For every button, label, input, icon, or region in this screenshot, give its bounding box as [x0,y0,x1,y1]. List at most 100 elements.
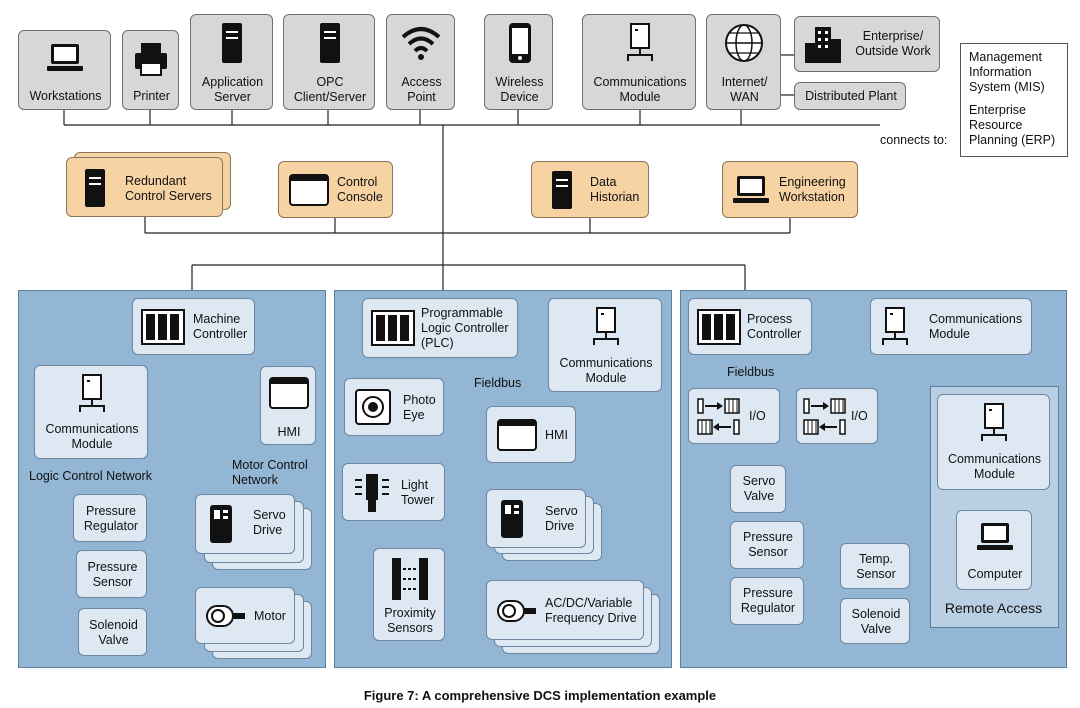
servo-drive-icon [501,500,523,538]
right-pressure-regulator-label: Pressure Regulator [740,586,796,615]
monitor-icon [269,377,309,409]
access-point-label: Access Point [401,75,442,104]
light-tower-icon [355,474,389,512]
communications-module-icon [882,307,908,345]
right-pressure-sensor-node[interactable]: Pressure Sensor [730,521,804,569]
internet-wan-node[interactable]: Internet/ WAN [706,14,781,110]
remote-access-label: Remote Access [944,600,1043,616]
mid-comm-module-node[interactable]: Communications Module [548,298,662,392]
control-console-node[interactable]: Control Console [278,161,393,218]
controller-rack-icon [141,309,185,345]
communications-module-label: Communications Module [593,75,687,104]
computer-node[interactable]: Computer [956,510,1032,590]
left-hmi-node[interactable]: HMI [260,366,316,445]
machine-controller-node[interactable]: Machine Controller [132,298,255,355]
right-pressure-regulator-node[interactable]: Pressure Regulator [730,577,804,625]
mid-servo-drive-node[interactable]: Servo Drive [486,489,586,548]
mis-erp-box: Management Information System (MIS) Ente… [960,43,1068,157]
left-pressure-regulator-node[interactable]: Pressure Regulator [73,494,147,542]
left-pressure-regulator-label: Pressure Regulator [83,504,139,533]
monitor-icon [497,419,537,451]
photo-eye-node[interactable]: Photo Eye [344,378,444,436]
data-historian-label: Data Historian [590,175,640,204]
connects-to-label: connects to: [880,133,948,147]
temp-sensor-node[interactable]: Temp. Sensor [840,543,910,589]
printer-icon [135,43,167,76]
laptop-icon [977,523,1013,550]
wifi-icon [401,27,441,60]
mid-comm-module-label: Communications Module [559,356,653,385]
light-tower-label: Light Tower [401,478,435,507]
opc-node[interactable]: OPC Client/Server [283,14,375,110]
io1-node[interactable]: I/O [688,388,780,444]
server-icon [222,23,242,63]
proximity-sensors-label: Proximity Sensors [384,606,436,635]
distributed-plant-node[interactable]: Distributed Plant [794,82,906,110]
mid-hmi-label: HMI [545,428,568,442]
right-comm-module-node[interactable]: Communications Module [870,298,1032,355]
communications-module-icon [79,374,105,412]
proximity-sensors-node[interactable]: Proximity Sensors [373,548,445,641]
computer-label: Computer [967,567,1023,581]
plc-node[interactable]: Programmable Logic Controller (PLC) [362,298,518,358]
smartphone-icon [509,23,531,63]
printer-node[interactable]: Printer [122,30,179,110]
remote-comm-module-node[interactable]: Communications Module [937,394,1050,490]
motor-icon [206,605,245,627]
left-comm-module-node[interactable]: Communications Module [34,365,148,459]
process-controller-node[interactable]: Process Controller [688,298,812,355]
workstations-node[interactable]: Workstations [18,30,111,110]
data-historian-node[interactable]: Data Historian [531,161,649,218]
wireless-device-node[interactable]: Wireless Device [484,14,553,110]
server-icon [85,169,105,207]
workstations-label: Workstations [29,89,102,103]
communications-module-icon [593,307,619,345]
communications-module-icon [981,403,1007,441]
engineering-workstation-label: Engineering Workstation [779,175,846,204]
left-pressure-sensor-label: Pressure Sensor [87,560,138,589]
left-comm-module-label: Communications Module [45,422,139,451]
photo-eye-icon [355,389,391,425]
communications-module-icon [627,23,653,61]
wireless-device-label: Wireless Device [495,75,544,104]
io2-label: I/O [851,409,868,423]
left-servo-drive-node[interactable]: Servo Drive [195,494,295,554]
servo-valve-label: Servo Valve [742,474,776,503]
left-hmi-label: HMI [277,425,301,439]
mid-hmi-node[interactable]: HMI [486,406,576,463]
enterprise-label: Enterprise/ Outside Work [855,29,931,58]
left-motor-node[interactable]: Motor [195,587,295,644]
temp-sensor-label: Temp. Sensor [856,552,896,581]
right-solenoid-valve-label: Solenoid Valve [851,607,901,636]
redundant-servers-node[interactable]: Redundant Control Servers [66,157,223,217]
left-solenoid-valve-label: Solenoid Valve [89,618,138,647]
process-controller-label: Process Controller [747,312,802,341]
servo-valve-node[interactable]: Servo Valve [730,465,786,513]
access-point-node[interactable]: Access Point [386,14,455,110]
motor-network-label: Motor Control Network [232,458,308,487]
application-server-label: Application Server [201,75,264,104]
opc-label: OPC Client/Server [293,75,367,104]
monitor-icon [289,174,329,206]
engineering-workstation-node[interactable]: Engineering Workstation [722,161,858,218]
proximity-sensor-icon [392,558,428,600]
io2-node[interactable]: I/O [796,388,878,444]
right-solenoid-valve-node[interactable]: Solenoid Valve [840,598,910,644]
left-pressure-sensor-node[interactable]: Pressure Sensor [76,550,147,598]
mid-fieldbus-label: Fieldbus [474,376,522,390]
controller-rack-icon [371,310,415,346]
laptop-icon [733,176,769,203]
io-module-icon [803,398,846,435]
light-tower-node[interactable]: Light Tower [342,463,445,521]
left-solenoid-valve-node[interactable]: Solenoid Valve [78,608,147,656]
application-server-node[interactable]: Application Server [190,14,273,110]
figure-caption: Figure 7: A comprehensive DCS implementa… [363,688,717,703]
right-pressure-sensor-label: Pressure Sensor [742,530,794,559]
vfd-node[interactable]: AC/DC/Variable Frequency Drive [486,580,644,640]
controller-rack-icon [697,309,741,345]
printer-label: Printer [133,89,170,103]
enterprise-node[interactable]: Enterprise/ Outside Work [794,16,940,72]
communications-module-node[interactable]: Communications Module [582,14,696,110]
plc-label: Programmable Logic Controller (PLC) [421,306,509,350]
vfd-label: AC/DC/Variable Frequency Drive [545,596,637,625]
